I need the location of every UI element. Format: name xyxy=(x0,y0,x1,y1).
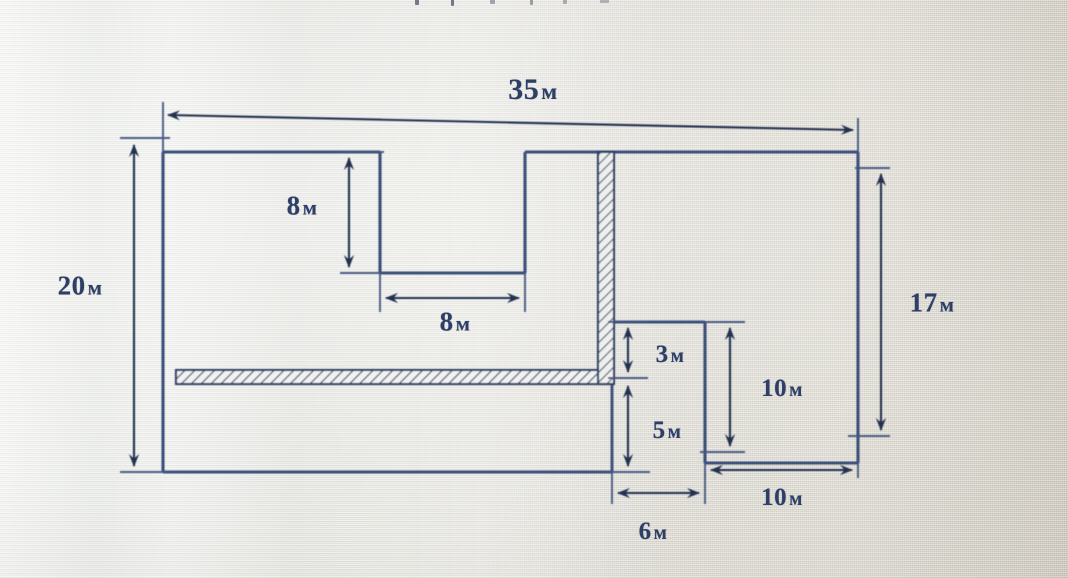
dimension-arrows xyxy=(128,110,887,499)
concrete-wall-vertical xyxy=(596,150,616,386)
dimension-value-5: 5 xyxy=(652,417,666,444)
dimension-unit: м xyxy=(789,489,803,510)
dimension-value-6: 6 xyxy=(638,518,652,545)
dimension-value-10-horizontal: 10 xyxy=(761,484,788,511)
dimension-unit: м xyxy=(455,311,471,336)
dimension-unit: м xyxy=(670,346,685,367)
dimension-label-35m: 35м xyxy=(508,73,557,107)
dimension-label-8m-depth: 8м xyxy=(287,191,318,222)
dimension-unit: м xyxy=(541,79,558,105)
cropped-caption-fragment xyxy=(563,0,567,4)
dimension-unit: м xyxy=(939,292,955,317)
dimension-label-20m: 20м xyxy=(58,271,103,302)
dimension-value-10-vertical: 10 xyxy=(761,375,788,402)
structure-outline xyxy=(161,150,860,474)
dimension-value-17: 17 xyxy=(909,287,938,318)
cropped-caption-fragment xyxy=(451,0,454,6)
dimension-label-17m: 17м xyxy=(910,288,955,319)
dimension-value-20: 20 xyxy=(57,270,86,301)
cropped-caption-fragment xyxy=(600,0,609,3)
extension-lines xyxy=(120,102,890,504)
cropped-caption-fragment xyxy=(530,0,533,5)
dimension-value-8-depth: 8 xyxy=(286,190,301,221)
dimension-value-8-width: 8 xyxy=(439,306,454,337)
dimension-label-8m-width: 8м xyxy=(440,307,471,338)
dimension-unit: м xyxy=(667,422,682,443)
dimension-unit: м xyxy=(789,380,803,401)
dimension-value-3: 3 xyxy=(655,341,669,368)
dimension-unit: м xyxy=(653,523,668,544)
dimension-unit: м xyxy=(87,275,103,300)
cropped-caption-fragment xyxy=(415,0,419,5)
cropped-caption-fragment xyxy=(490,0,495,4)
dimension-unit: м xyxy=(302,195,318,220)
concrete-slab-horizontal xyxy=(174,368,612,386)
dim-arrow-35m xyxy=(167,110,854,135)
dimension-value-35: 35 xyxy=(508,73,540,106)
